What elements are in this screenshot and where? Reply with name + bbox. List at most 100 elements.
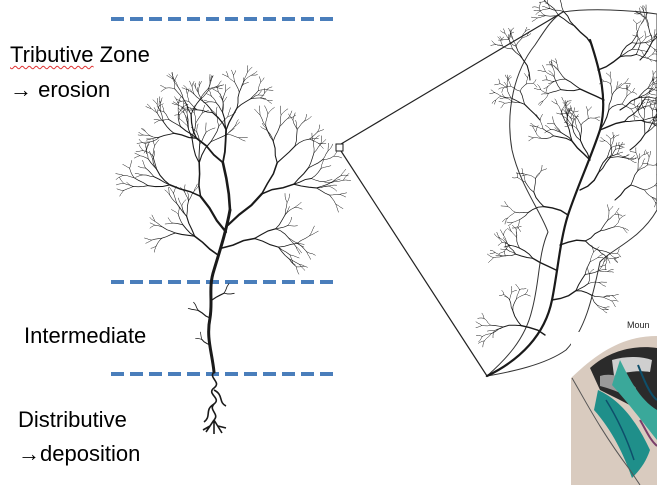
river-segment (316, 185, 330, 189)
river-segment (259, 114, 267, 127)
river-segment (278, 246, 290, 260)
river-segment (134, 173, 143, 176)
river-segment (275, 214, 286, 230)
river-segment (129, 167, 135, 178)
river-segment (169, 186, 174, 194)
river-segment (316, 187, 330, 196)
river-segment (540, 168, 547, 172)
river-segment (287, 110, 293, 119)
river-segment (519, 90, 525, 105)
river-segment (619, 214, 626, 220)
river-segment (618, 145, 625, 148)
river-segment (288, 113, 294, 121)
river-segment (187, 192, 190, 202)
river-segment (318, 143, 324, 149)
river-segment (313, 135, 320, 142)
river-segment (193, 235, 219, 256)
river-segment (493, 255, 504, 258)
river-segment (533, 191, 545, 208)
river-segment (527, 206, 545, 214)
river-segment (517, 226, 521, 232)
river-segment (258, 81, 262, 91)
river-segment (653, 117, 657, 127)
river-segment (499, 83, 508, 88)
river-segment (598, 270, 609, 272)
river-segment (177, 113, 181, 127)
river-segment (560, 132, 573, 142)
river-segment (587, 106, 592, 112)
river-segment (557, 69, 566, 80)
river-segment (260, 126, 268, 131)
river-segment (490, 44, 497, 46)
river-segment (186, 112, 189, 124)
river-segment (309, 131, 318, 140)
river-segment (260, 97, 268, 101)
river-segment (536, 15, 546, 19)
river-segment (641, 103, 645, 110)
river-segment (553, 65, 559, 71)
river-segment (633, 19, 638, 24)
river-segment (153, 119, 161, 121)
river-segment (619, 48, 633, 58)
river-segment (287, 225, 298, 227)
river-segment (539, 1, 546, 3)
river-segment (651, 196, 657, 200)
river-segment (294, 129, 298, 147)
river-segment (651, 196, 656, 203)
river-segment (607, 271, 614, 273)
river-segment (292, 112, 296, 121)
river-segment (490, 324, 504, 328)
river-segment (186, 215, 196, 237)
river-segment (603, 295, 613, 298)
river-segment (177, 213, 184, 226)
river-segment (193, 183, 198, 192)
river-segment (545, 15, 560, 17)
river-segment (185, 88, 188, 95)
river-segment (609, 76, 612, 85)
river-segment (119, 190, 124, 197)
tributive-zone-label: Tributive Zone (10, 40, 150, 70)
river-segment (501, 290, 505, 295)
river-segment (242, 82, 249, 85)
river-segment (498, 101, 505, 104)
river-segment (641, 18, 645, 25)
river-segment (233, 70, 236, 76)
river-segment (510, 27, 515, 33)
river-segment (198, 85, 200, 94)
river-segment (651, 75, 654, 81)
river-segment (180, 186, 185, 193)
river-segment (249, 97, 261, 100)
river-segment (512, 224, 517, 230)
river-segment (604, 140, 612, 147)
river-segment (182, 100, 185, 107)
river-segment (644, 185, 655, 191)
river-segment (174, 74, 178, 81)
river-segment (598, 281, 607, 283)
river-segment (602, 309, 608, 314)
river-segment (299, 264, 308, 268)
river-segment (635, 152, 639, 161)
river-segment (209, 90, 212, 97)
river-segment (163, 121, 175, 134)
river-segment (500, 30, 506, 34)
river-segment (143, 148, 147, 154)
river-segment (618, 82, 626, 88)
river-segment (632, 34, 639, 38)
river-segment (528, 137, 534, 142)
river-segment (570, 112, 577, 118)
river-segment (599, 120, 626, 131)
river-segment (652, 78, 654, 85)
river-segment (587, 281, 600, 284)
river-segment (631, 42, 638, 50)
river-segment (520, 324, 546, 336)
river-segment (160, 87, 167, 92)
river-segment (146, 149, 149, 159)
river-segment (203, 99, 210, 103)
river-segment (296, 120, 305, 130)
river-segment (532, 79, 537, 84)
river-segment (146, 144, 150, 150)
river-segment (278, 246, 291, 256)
river-segment (186, 114, 189, 124)
river-segment (226, 128, 235, 135)
river-segment (596, 304, 605, 308)
